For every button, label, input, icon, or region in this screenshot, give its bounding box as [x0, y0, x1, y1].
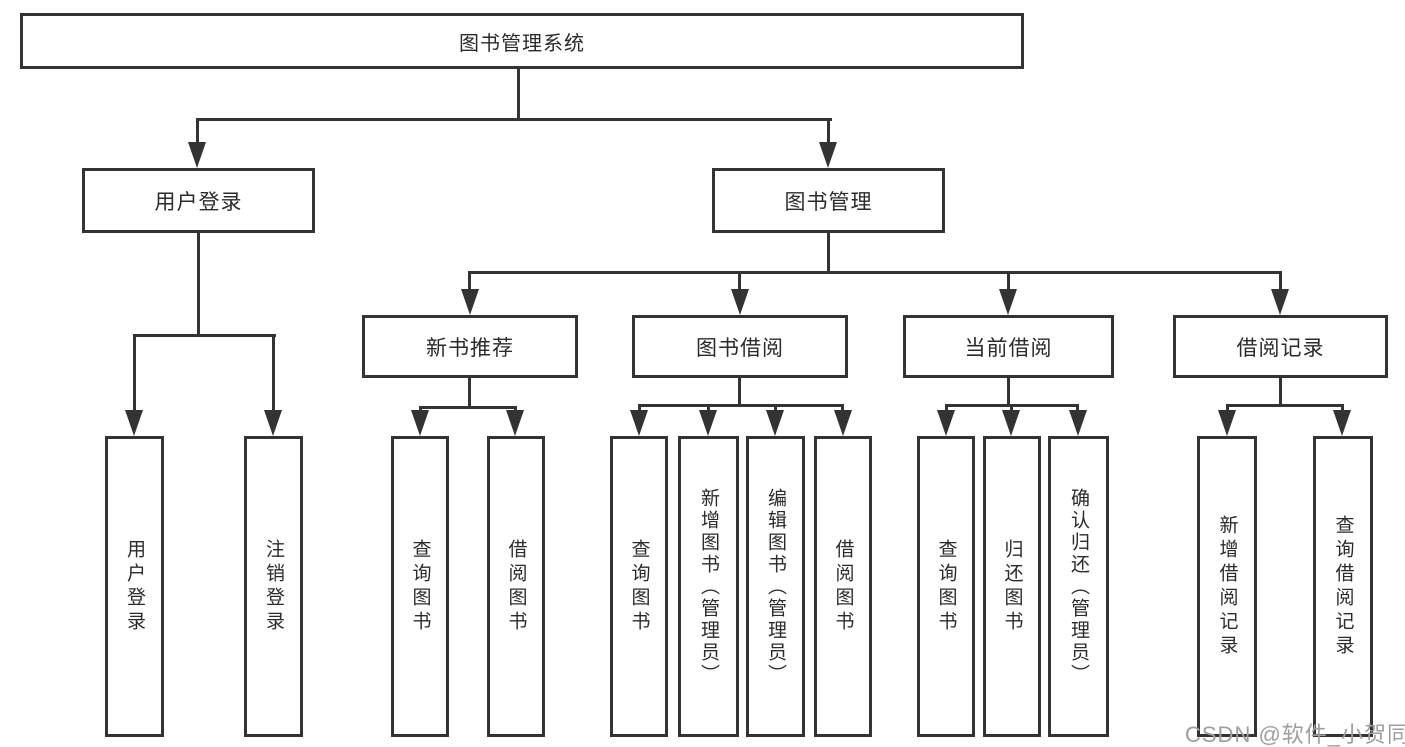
node-new-book-recommend: 新书推荐 — [362, 315, 578, 378]
connector-rail — [419, 406, 517, 409]
arrowhead-down-icon — [819, 142, 837, 168]
connector-stem — [1007, 377, 1010, 407]
arrowhead-down-icon — [264, 410, 282, 436]
connector-drop — [1007, 271, 1010, 291]
leaf-query-borrow-record: 查询借阅记录 — [1313, 436, 1373, 737]
connector-drop — [1076, 404, 1079, 412]
connector-drop — [1010, 404, 1013, 412]
leaf-confirm-return-admin: 确认归还（管理员） — [1048, 436, 1109, 737]
arrowhead-down-icon — [1218, 410, 1236, 436]
leaf-add-borrow-record: 新增借阅记录 — [1197, 436, 1257, 737]
leaf-edit-book-admin: 编辑图书（管理员） — [746, 436, 805, 737]
leaf-query-books-recommend: 查询图书 — [391, 436, 449, 737]
connector-root-rail — [196, 118, 832, 121]
arrowhead-down-icon — [766, 410, 784, 436]
connector-root-stem — [517, 68, 520, 121]
leaf-query-books-current: 查询图书 — [917, 436, 975, 737]
connector-drop — [774, 404, 777, 412]
csdn-watermark: CSDN @软件_小贺同学 — [1185, 722, 1405, 747]
connector-rail — [1226, 404, 1344, 407]
leaf-query-books-borrow: 查询图书 — [610, 436, 668, 737]
connector-book-rail — [468, 271, 1282, 274]
leaf-add-book-admin: 新增图书（管理员） — [678, 436, 739, 737]
connector-drop — [707, 404, 710, 412]
connector-drop — [841, 404, 844, 412]
arrowhead-down-icon — [1002, 410, 1020, 436]
arrowhead-down-icon — [125, 410, 143, 436]
connector-drop — [738, 271, 741, 291]
arrowhead-down-icon — [999, 289, 1017, 315]
leaf-borrow-books: 借阅图书 — [814, 436, 872, 737]
arrowhead-down-icon — [461, 289, 479, 315]
leaf-user-login: 用户登录 — [105, 436, 164, 737]
arrowhead-down-icon — [1333, 410, 1351, 436]
arrowhead-down-icon — [699, 410, 717, 436]
arrowhead-down-icon — [731, 289, 749, 315]
connector-stem — [1279, 377, 1282, 407]
connector-stem — [468, 377, 471, 409]
node-book-borrow: 图书借阅 — [632, 315, 848, 378]
connector-stem — [738, 377, 741, 407]
connector-drop — [1226, 404, 1229, 412]
connector-drop — [827, 118, 830, 146]
leaf-return-books: 归还图书 — [983, 436, 1041, 737]
leaf-logout: 注销登录 — [244, 436, 303, 737]
arrowhead-down-icon — [630, 410, 648, 436]
connector-book-stem — [827, 232, 830, 273]
connector-drop — [1341, 404, 1344, 412]
arrowhead-down-icon — [506, 410, 524, 436]
node-book-management: 图书管理 — [712, 168, 945, 233]
node-user-login: 用户登录 — [82, 168, 315, 233]
leaf-borrow-books-recommend: 借阅图书 — [487, 436, 545, 737]
node-borrow-records: 借阅记录 — [1173, 315, 1388, 378]
arrowhead-down-icon — [188, 142, 206, 168]
arrowhead-down-icon — [411, 410, 429, 436]
arrowhead-down-icon — [937, 410, 955, 436]
arrowhead-down-icon — [1271, 289, 1289, 315]
connector-drop — [272, 334, 275, 412]
connector-drop — [196, 118, 199, 146]
connector-drop — [638, 404, 641, 412]
arrowhead-down-icon — [1069, 410, 1087, 436]
connector-user-rail — [133, 334, 276, 337]
connector-drop — [945, 404, 948, 412]
connector-user-stem — [197, 232, 200, 336]
connector-rail — [638, 404, 844, 407]
connector-drop — [1279, 271, 1282, 291]
connector-drop — [133, 334, 136, 412]
arrowhead-down-icon — [834, 410, 852, 436]
node-current-borrow: 当前借阅 — [903, 315, 1114, 378]
connector-drop — [468, 271, 471, 291]
node-library-system: 图书管理系统 — [20, 13, 1024, 69]
